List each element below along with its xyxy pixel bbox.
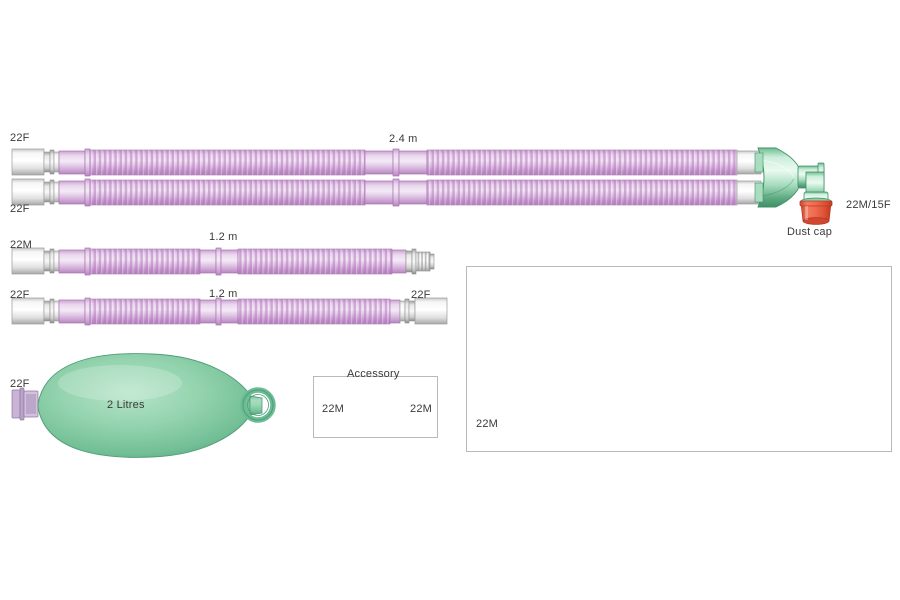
main-limb-top: [11, 148, 762, 177]
sampling-line-panel: [466, 266, 892, 452]
main-circuit-artwork: [11, 147, 833, 225]
label-tube2-right: 22F: [411, 289, 431, 301]
label-tube1-left: 22M: [10, 239, 32, 251]
label-ypiece-port: 22M/15F: [846, 199, 891, 211]
label-accessory-right: 22M: [410, 403, 432, 415]
label-bag-capacity: 2 Litres: [107, 399, 145, 411]
y-piece: [754, 147, 829, 208]
label-tube2-length: 1.2 m: [209, 288, 238, 300]
label-tube2-left: 22F: [10, 289, 30, 301]
label-accessory-left: 22M: [322, 403, 344, 415]
label-main-left-top: 22F: [10, 132, 30, 144]
label-sampling-adapter: 22M: [476, 418, 498, 430]
dust-cap: [799, 197, 833, 225]
label-main-length: 2.4 m: [389, 133, 418, 145]
label-tube1-length: 1.2 m: [209, 231, 238, 243]
label-dust-cap: Dust cap: [787, 226, 833, 238]
tube-1-2m-22f-artwork: [11, 297, 448, 326]
label-bag-connector: 22F: [10, 378, 30, 390]
accessory-box: [313, 376, 438, 438]
label-accessory-title: Accessory: [347, 368, 400, 380]
tube-1-2m-22m-artwork: [11, 247, 435, 276]
main-limb-bottom: [11, 178, 762, 207]
label-main-left-bottom: 22F: [10, 203, 30, 215]
